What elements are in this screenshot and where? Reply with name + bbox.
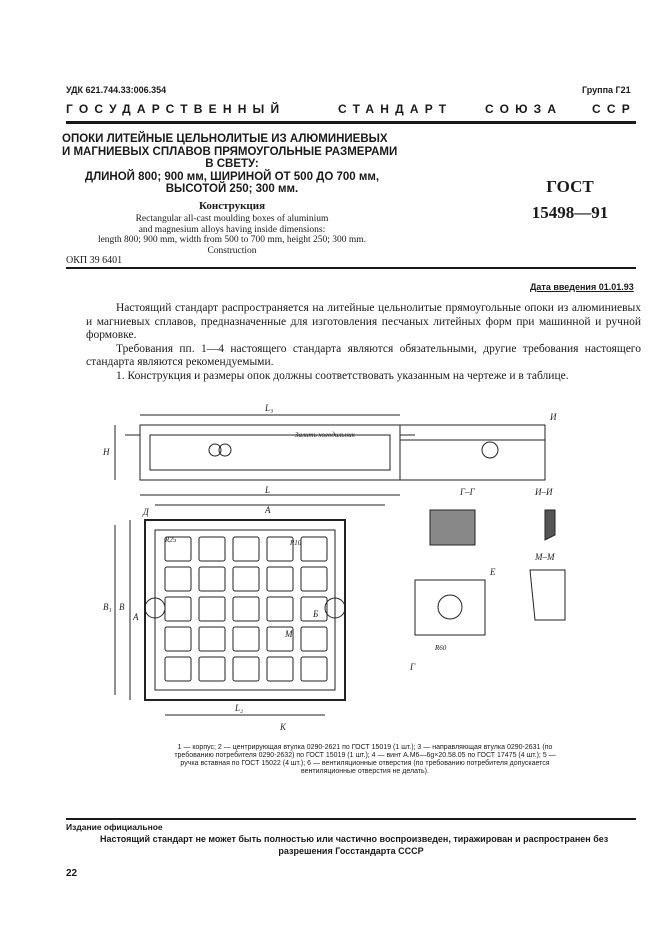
dim-b1: B₁	[103, 602, 112, 612]
grid-cell	[198, 656, 226, 682]
title-en: Rectangular all-cast moulding boxes of a…	[62, 214, 402, 256]
front-elevation	[114, 414, 415, 506]
banner-word-3: СОЮЗА	[485, 102, 563, 116]
banner-word-4: ССР	[592, 102, 636, 116]
body-text: Настоящий стандарт распространяется на л…	[86, 302, 641, 383]
legend-line: вентиляционные отверстия не делать).	[301, 768, 429, 775]
side-section	[399, 424, 546, 481]
technical-drawing: L₃ Залить холодильник L A H B₁ B L₂ К R2…	[102, 403, 566, 732]
legend-line: 1 — корпус; 2 — центрирующая втулка 0290…	[177, 744, 553, 751]
title-ru: ОПОКИ ЛИТЕЙНЫЕ ЦЕЛЬНОЛИТЫЕ ИЗ АЛЮМИНИЕВЫ…	[62, 133, 402, 196]
title-line: В СВЕТУ:	[205, 158, 259, 170]
dim-l2: L₂	[234, 703, 243, 713]
grid-cell	[266, 626, 294, 652]
grid-cell	[164, 656, 192, 682]
plan-view	[114, 519, 346, 716]
section-gg-label: Г–Г	[459, 487, 476, 497]
dim-l: L	[264, 485, 270, 495]
mark-m: М	[284, 629, 293, 639]
radius-r25: R25	[164, 536, 177, 544]
subtitle: Конструкция	[198, 200, 266, 212]
paragraph: 1. Конструкция и размеры опок должны соо…	[116, 369, 569, 382]
grid-cell	[164, 536, 192, 562]
note-label: Залить холодильник	[295, 431, 356, 439]
gost-label: ГОСТ	[546, 177, 594, 196]
gost-block: ГОСТ 15498—91	[515, 174, 625, 226]
grid-cell	[266, 536, 294, 562]
grid-cell	[164, 596, 192, 622]
dim-l3: L₃	[264, 403, 273, 413]
banner-word-2: СТАНДАРТ	[338, 102, 453, 116]
detail-ii	[529, 509, 566, 621]
mark-g: Г	[409, 662, 416, 672]
mark-b: Б	[312, 609, 319, 619]
grid-cell	[164, 626, 192, 652]
title-line: И МАГНИЕВЫХ СПЛАВОВ ПРЯМОУГОЛЬНЫЕ РАЗМЕР…	[62, 145, 398, 158]
grid-cell	[198, 566, 226, 592]
radius-r10: R10	[289, 539, 302, 547]
legend-line: требованию потребителя 0290-2632) по ГОС…	[174, 752, 556, 759]
grid-cell	[300, 626, 328, 652]
grid-cell	[300, 536, 328, 562]
grid-cell	[266, 566, 294, 592]
grid-cell	[232, 536, 260, 562]
title-line: ДЛИНОЙ 800; 900 мм, ШИРИНОЙ ОТ 500 ДО 70…	[84, 170, 380, 183]
grid-cell	[232, 656, 260, 682]
detail-gg	[414, 509, 486, 636]
grid-cell	[232, 626, 260, 652]
grid-cell	[300, 596, 328, 622]
grid-cell	[266, 656, 294, 682]
section-ii-label: И–И	[534, 487, 553, 497]
paragraph: Настоящий стандарт распространяется на л…	[86, 302, 641, 341]
grid-cell	[266, 596, 294, 622]
banner-word-1: ГОСУДАРСТВЕННЫЙ	[66, 102, 286, 116]
header-rule	[66, 121, 636, 124]
title-en-line: Rectangular all-cast moulding boxes of a…	[135, 214, 329, 224]
mark-k: К	[279, 722, 287, 732]
grid-cell	[232, 566, 260, 592]
title-line: ВЫСОТОЙ 250; 300 мм.	[165, 183, 299, 195]
group-code: Группа Г21	[582, 85, 631, 95]
mark-e: Е	[489, 567, 496, 577]
mark-i: И	[549, 412, 557, 422]
grid-cell	[198, 626, 226, 652]
title-rule	[66, 267, 636, 269]
intro-date: Дата введения 01.01.93	[530, 282, 634, 292]
drawing-legend: 1 — корпус; 2 — центрирующая втулка 0290…	[105, 744, 625, 776]
grid-cell	[300, 566, 328, 592]
copyright-notice-2: разрешения Госстандарта СССР	[278, 846, 424, 856]
grid-cell	[164, 566, 192, 592]
grid-cell	[198, 536, 226, 562]
okp-code: ОКП 39 6401	[66, 255, 123, 266]
edition-note: Издание официальное	[66, 822, 163, 832]
dim-h: H	[102, 447, 110, 457]
title-en-line: length 800; 900 mm, width from 500 to 70…	[97, 235, 367, 245]
mark-a: А	[132, 612, 139, 622]
legend-line: ручка вставная по ГОСТ 15022 (4 шт.); 6 …	[180, 760, 550, 767]
grid-cell	[300, 656, 328, 682]
grid-cell	[198, 596, 226, 622]
page-number: 22	[66, 868, 78, 879]
grid-cell	[232, 596, 260, 622]
title-en-line: and magnesium alloys having inside dimen…	[138, 224, 326, 235]
radius-r60: R60	[434, 644, 447, 652]
udk-code: УДК 621.744.33:006.354	[66, 85, 167, 95]
dim-b: B	[119, 602, 125, 612]
footer-rule	[66, 818, 636, 820]
dim-a: A	[264, 505, 271, 515]
section-mm-label: М–М	[534, 552, 555, 562]
title-line: ОПОКИ ЛИТЕЙНЫЕ ЦЕЛЬНОЛИТЫЕ ИЗ АЛЮМИНИЕВЫ…	[62, 133, 388, 145]
title-en-line: Construction	[207, 245, 257, 256]
gost-number: 15498—91	[531, 203, 609, 222]
copyright-notice-1: Настоящий стандарт не может быть полност…	[100, 834, 609, 844]
mark-d: Д	[142, 507, 150, 517]
paragraph: Требования пп. 1—4 настоящего стандарта …	[86, 342, 641, 369]
